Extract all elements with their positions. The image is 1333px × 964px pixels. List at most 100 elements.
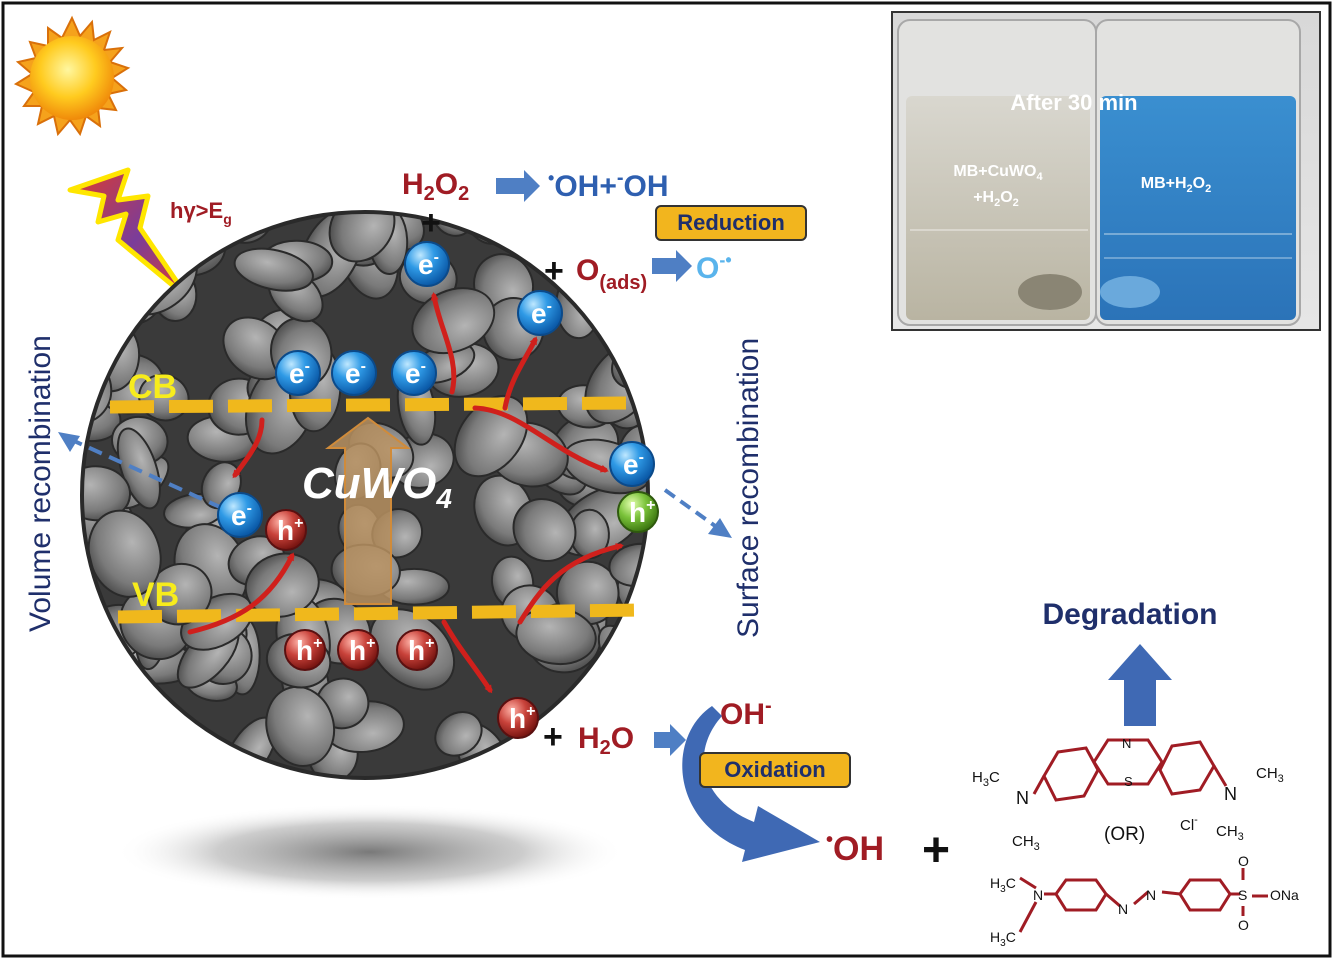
- electron-label: e-: [623, 449, 644, 480]
- hydroxide-label: OH-: [720, 695, 772, 731]
- sem-grain: [233, 247, 314, 292]
- material-label: CuWO4: [302, 459, 452, 514]
- h2o-arrow: [654, 724, 686, 756]
- photo-left-label-2: +H2O2: [973, 189, 1019, 209]
- electron-surface: e-: [609, 441, 655, 487]
- svg-text:N: N: [1118, 901, 1128, 917]
- charge-transfer-arrows: [187, 292, 624, 694]
- electron-cb-3: e-: [391, 350, 437, 396]
- sem-grain: [434, 711, 483, 757]
- or-label: (OR): [1104, 824, 1145, 845]
- electron-label: e-: [405, 358, 426, 389]
- volume-recombination-label: Volume recombination: [24, 335, 57, 632]
- svg-text:Cl-: Cl-: [1180, 814, 1198, 834]
- plus-dye: +: [922, 824, 950, 877]
- svg-text:CH3: CH3: [1256, 765, 1284, 785]
- svg-text:S: S: [1124, 774, 1133, 789]
- reduction-box: [655, 205, 807, 241]
- hydroxyl-products: •OH+-OH: [548, 167, 669, 203]
- h2o-label: H2O: [578, 722, 634, 759]
- svg-text:N: N: [1146, 887, 1156, 903]
- reduction-label: Reduction: [677, 210, 785, 235]
- degradation-label: Degradation: [1042, 598, 1217, 631]
- svg-text:H3C: H3C: [990, 875, 1016, 895]
- oxidation-box: [699, 752, 851, 788]
- methyl-orange-molecule: [1018, 868, 1268, 933]
- sem-grain: [244, 552, 320, 618]
- surface-recombination-arrow: [663, 488, 732, 538]
- electron-label: e-: [289, 358, 310, 389]
- oxidation-curved-arrow: [682, 706, 820, 862]
- electron-reduction-top: e-: [404, 241, 450, 287]
- methylene-blue-text: H3C N CH3 N S N CH3 CH3 Cl-: [972, 736, 1284, 853]
- plus-oads: +: [544, 252, 564, 290]
- svg-text:CH3: CH3: [1216, 823, 1244, 843]
- sem-grain: [265, 685, 336, 767]
- valence-band-line: [117, 603, 641, 624]
- electron-label: e-: [418, 249, 439, 280]
- h2o2-arrow: [496, 170, 540, 202]
- hole-label: h+: [629, 497, 655, 528]
- charge-carriers: e-e-e-e-e-e-e-h+ h+ h+ h+ h+ h+: [217, 241, 659, 739]
- hole-vb-2: h+: [337, 629, 379, 671]
- svg-text:O: O: [1238, 853, 1249, 869]
- photo-left-label: MB+CuWO4: [953, 163, 1043, 183]
- light-energy-label: hγ>Eg: [170, 198, 232, 227]
- methylene-blue-molecule: [1032, 738, 1228, 802]
- svg-text:N: N: [1122, 736, 1131, 751]
- hole-label: h+: [296, 635, 322, 666]
- hole-oxidation: h+: [497, 697, 539, 739]
- hole-label: h+: [408, 635, 434, 666]
- hole-vb-3: h+: [396, 629, 438, 671]
- svg-text:CH3: CH3: [1012, 833, 1040, 853]
- electron-label: e-: [231, 500, 252, 531]
- plus-h2o: +: [543, 718, 563, 756]
- particle-shadow: [115, 804, 625, 900]
- band-gap-arrow: [325, 416, 411, 605]
- svg-text:N: N: [1224, 784, 1237, 804]
- oads-label: O(ads): [576, 254, 647, 294]
- plus-top: +: [421, 204, 441, 242]
- h2o2-label: H2O2: [402, 168, 469, 205]
- electron-label: e-: [345, 358, 366, 389]
- right-beaker-solution: [1100, 96, 1296, 320]
- electron-label: e-: [531, 298, 552, 329]
- left-beaker-solution: [906, 96, 1090, 320]
- oxidation-label: Oxidation: [724, 757, 825, 782]
- svg-text:N: N: [1016, 788, 1029, 808]
- sem-grain: [512, 498, 577, 562]
- cb-label: CB: [128, 368, 177, 406]
- beaker-photo: [891, 11, 1321, 331]
- electron-volume: e-: [217, 492, 263, 538]
- degradation-arrow: [1108, 644, 1172, 726]
- photo-right-label: MB+H2O2: [1141, 175, 1211, 195]
- hydroxyl-radical-label: •OH: [826, 829, 884, 868]
- hole-label: h+: [277, 515, 303, 546]
- electron-cb-1: e-: [275, 350, 321, 396]
- svg-text:N: N: [1033, 887, 1043, 903]
- oads-arrow: [652, 250, 692, 282]
- hole-volume: h+: [265, 509, 307, 551]
- svg-text:O: O: [1238, 917, 1249, 933]
- surface-recombination-label: Surface recombination: [732, 338, 765, 638]
- electron-oads: e-: [517, 290, 563, 336]
- volume-recombination-arrow: [58, 432, 223, 510]
- svg-text:ONa: ONa: [1270, 887, 1299, 903]
- svg-text:H3C: H3C: [990, 929, 1016, 949]
- hole-vb-1: h+: [284, 629, 326, 671]
- svg-text:H3C: H3C: [972, 769, 1000, 789]
- sem-grain: [411, 287, 496, 355]
- electron-cb-2: e-: [331, 350, 377, 396]
- hole-surface: h+: [617, 491, 659, 533]
- vb-label: VB: [132, 576, 179, 614]
- hole-label: h+: [349, 635, 375, 666]
- sun-icon: [13, 15, 131, 137]
- methyl-orange-text: H3C H3C N N N S O O ONa: [990, 853, 1299, 949]
- svg-text:S: S: [1238, 887, 1247, 903]
- conduction-band-line: [109, 396, 631, 414]
- photo-title: After 30 min: [1010, 90, 1137, 115]
- sem-grain: [328, 212, 396, 263]
- hole-label: h+: [509, 703, 535, 734]
